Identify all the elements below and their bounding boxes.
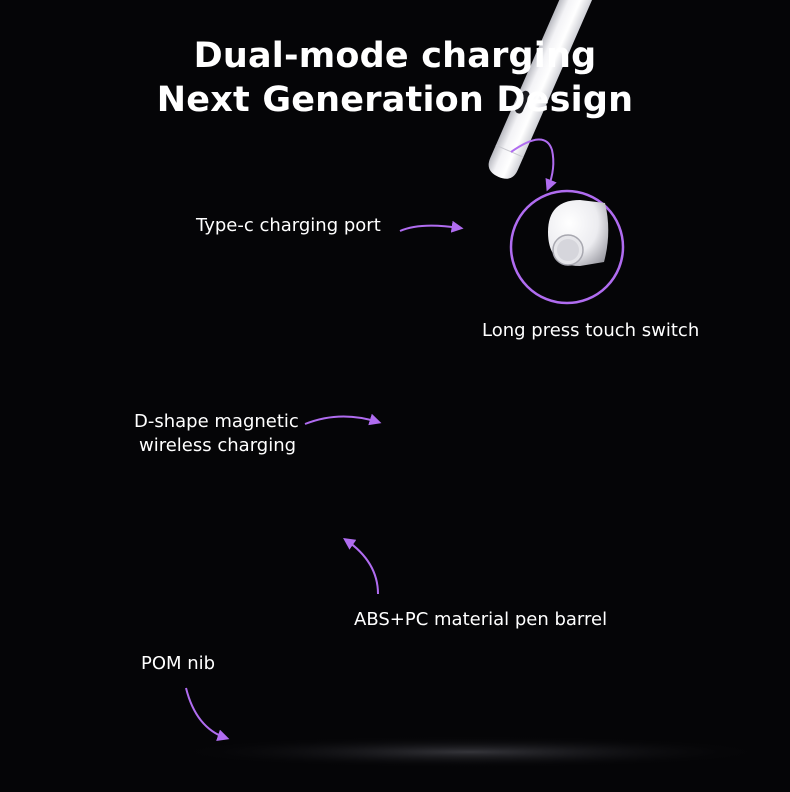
charging-port-icon: [515, 90, 530, 114]
label-touch-switch: Long press touch switch: [482, 320, 700, 341]
headline-line-1: Dual-mode charging: [193, 36, 597, 76]
label-magnetic-line-1: D-shape magnetic: [134, 411, 299, 432]
touch-switch-closeup-icon: [548, 200, 609, 266]
arrow-charging-port: [399, 220, 464, 233]
label-nib: POM nib: [141, 653, 216, 674]
label-barrel: ABS+PC material pen barrel: [354, 609, 608, 630]
label-magnetic-line-2: wireless charging: [139, 435, 297, 456]
arrow-barrel: [343, 537, 379, 595]
pen-shadow: [170, 736, 770, 768]
arrow-cap-to-zoom: [510, 138, 557, 192]
stylus-pen: [488, 0, 754, 179]
headline-line-2: Next Generation Design: [156, 80, 634, 120]
cap-seam: [495, 144, 524, 158]
arrow-magnetic: [304, 413, 382, 426]
label-charging-port: Type-c charging port: [196, 215, 381, 236]
arrow-nib: [185, 687, 230, 742]
pen-barrel: [488, 0, 754, 179]
